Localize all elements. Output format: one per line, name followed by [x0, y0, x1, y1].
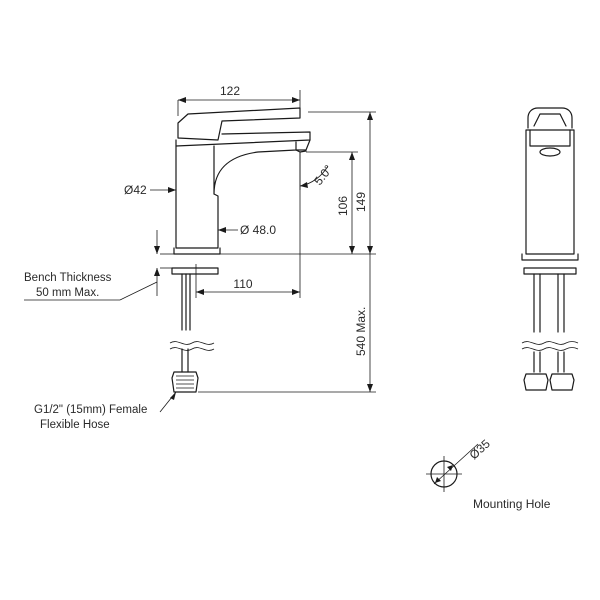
end-view-nut-right — [549, 373, 575, 391]
end-view-nut-left — [523, 373, 549, 391]
tap-side-view — [169, 107, 311, 393]
end-view-body — [525, 129, 575, 255]
hose-nut — [171, 371, 199, 393]
mounting-hole: Ø35 Mounting Hole — [426, 436, 551, 511]
hose-label-1: G1/2" (15mm) Female — [34, 404, 147, 416]
tap-body — [175, 145, 219, 249]
dim-body-diameter: Ø42 — [124, 183, 176, 197]
spout — [213, 141, 297, 195]
handle-lever — [177, 107, 301, 141]
dim-spout-length: 122 — [177, 84, 301, 116]
base-flange — [173, 247, 221, 255]
bench-thickness-label-1: Bench Thickness — [24, 272, 112, 284]
hose-label-2: Flexible Hose — [40, 419, 110, 431]
mounting-hole-diameter-label: Ø35 — [467, 436, 493, 462]
dim-base-diameter-label: Ø 48.0 — [240, 223, 276, 237]
dim-reach-label: 110 — [233, 277, 252, 291]
dim-hose-length: 540 Max. — [198, 254, 376, 393]
dim-reach: 110 — [195, 152, 301, 298]
hose-break — [169, 341, 215, 345]
end-view-handle — [527, 107, 573, 129]
dim-body-diameter-label: Ø42 — [124, 183, 147, 197]
dim-hose-length-label: 540 Max. — [354, 307, 368, 356]
tap-end-view — [521, 107, 579, 391]
bench-thickness-label-2: 50 mm Max. — [36, 287, 99, 299]
dim-spout-angle: 5.0° — [299, 152, 336, 190]
dim-base-diameter: Ø 48.0 — [218, 223, 276, 237]
dim-spout-length-label: 122 — [220, 84, 240, 98]
mounting-hole-label: Mounting Hole — [473, 497, 551, 511]
dim-overall-height-label: 149 — [354, 192, 368, 212]
dim-heights: 106 149 — [220, 111, 376, 255]
bench-thickness-callout: Bench Thickness 50 mm Max. — [24, 230, 174, 301]
hose-callout: G1/2" (15mm) Female Flexible Hose — [34, 391, 177, 431]
end-view-outlet — [539, 147, 561, 157]
mounting-bracket — [171, 267, 219, 275]
shank — [181, 273, 191, 331]
dim-spout-angle-label: 5.0° — [311, 162, 335, 188]
dim-outlet-height-label: 106 — [336, 196, 350, 216]
